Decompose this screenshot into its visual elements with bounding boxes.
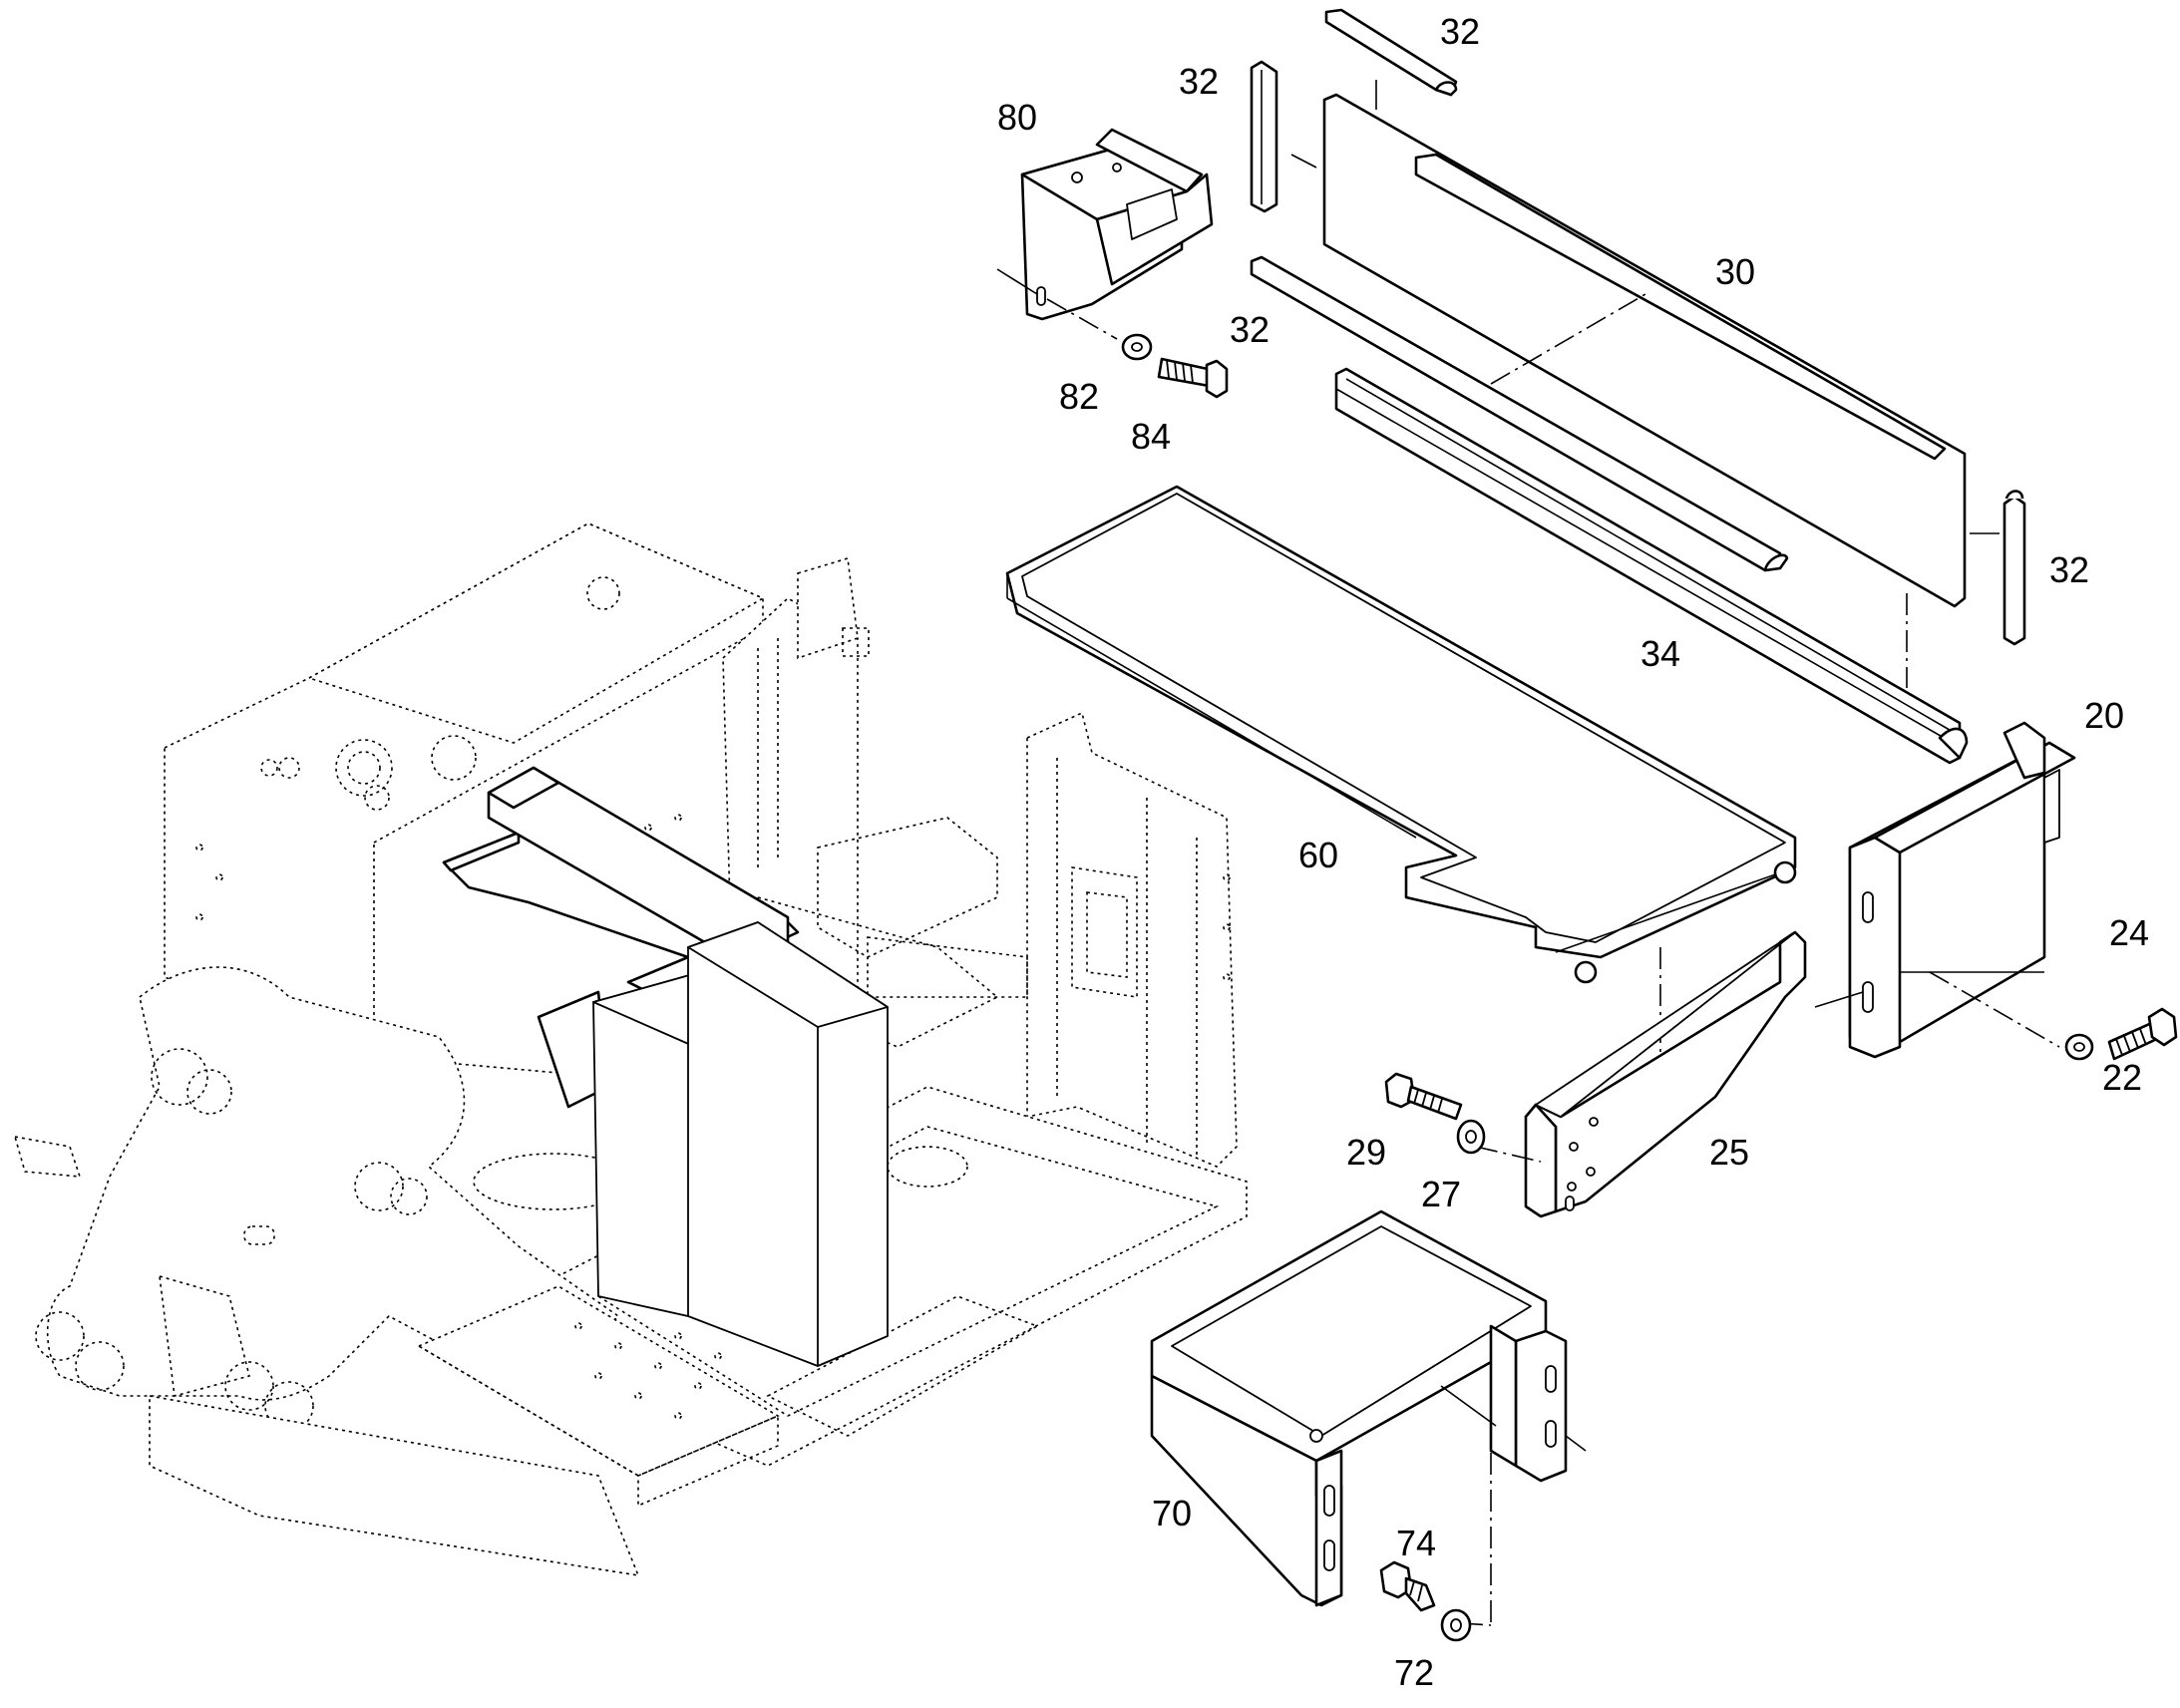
callout-27: 27 — [1421, 1174, 1461, 1214]
callout-80: 80 — [997, 97, 1037, 138]
part-70-step-bracket — [1150, 1209, 1587, 1607]
callout-22: 22 — [2102, 1057, 2142, 1098]
part-32-long-rod — [1250, 255, 1789, 572]
part-30-back-wall — [1322, 93, 1967, 608]
part-34-seal-strip — [1334, 367, 1969, 765]
callout-32-top: 32 — [1440, 11, 1480, 52]
callout-74: 74 — [1396, 1523, 1436, 1563]
part-25-support-bracket — [1524, 930, 1807, 1218]
part-80-bracket — [996, 128, 1214, 321]
callout-32-left: 32 — [1179, 61, 1219, 102]
installed-assembly — [442, 766, 889, 1367]
callout-32-right: 32 — [2049, 549, 2089, 590]
part-32-left-strip — [1250, 60, 1317, 213]
part-24-bolt — [2107, 1007, 2178, 1061]
part-32-right-rod — [1970, 490, 2026, 646]
chain-line-80-84 — [1046, 298, 1118, 340]
chain-line-27-25 — [1475, 1146, 1542, 1163]
callout-70: 70 — [1152, 1493, 1192, 1534]
part-32-top-rod — [1324, 8, 1458, 110]
part-22-washer — [2064, 1033, 2094, 1061]
callout-84: 84 — [1131, 416, 1171, 457]
callout-34: 34 — [1640, 633, 1680, 674]
callout-72: 72 — [1394, 1652, 1434, 1693]
callout-29: 29 — [1346, 1132, 1386, 1173]
callout-24: 24 — [2109, 912, 2149, 953]
callout-25: 25 — [1709, 1132, 1749, 1173]
part-72-washer — [1440, 1608, 1472, 1642]
callout-60: 60 — [1298, 835, 1338, 875]
callout-20: 20 — [2084, 695, 2124, 736]
part-82-washer — [1121, 333, 1153, 361]
part-84-bolt — [1157, 357, 1229, 399]
callout-82: 82 — [1059, 376, 1099, 417]
chain-line-20-22 — [1929, 971, 2060, 1048]
part-29-bolt — [1384, 1072, 1463, 1121]
part-74-bolt — [1379, 1560, 1436, 1612]
part-60-floor-panel — [1005, 485, 1797, 984]
callout-32-rod: 32 — [1230, 309, 1270, 350]
part-20-side-panel — [1814, 721, 2076, 1059]
part-27-washer — [1456, 1119, 1486, 1155]
callout-labels: 32 32 80 30 32 82 84 32 34 20 60 24 22 2… — [997, 11, 2149, 1693]
callout-30: 30 — [1715, 251, 1755, 292]
